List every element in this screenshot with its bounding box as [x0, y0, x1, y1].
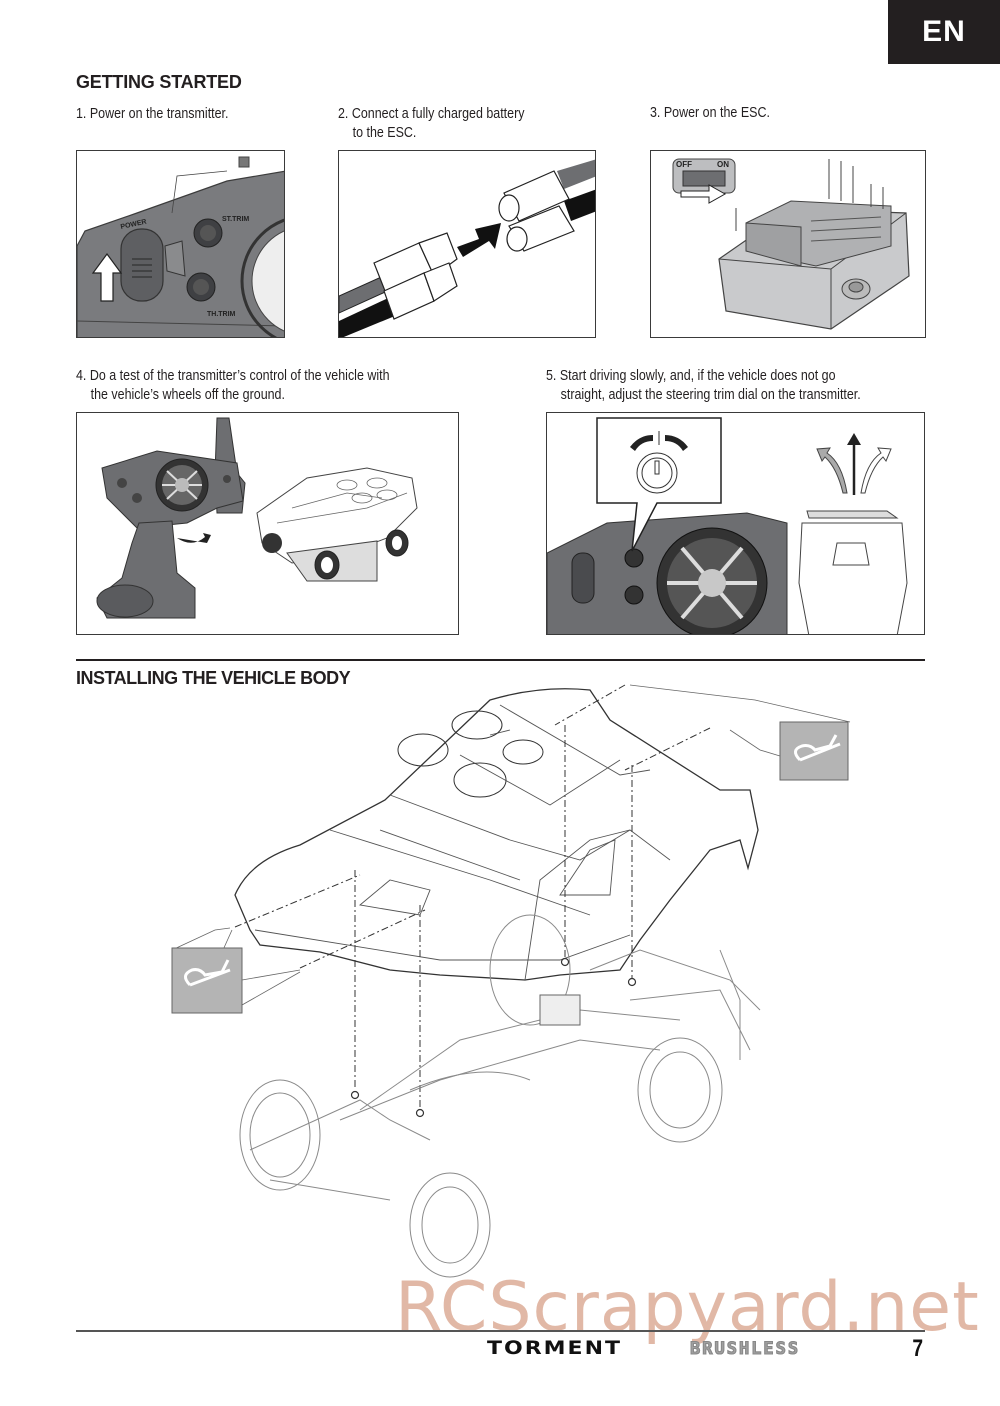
language-tab: EN [888, 0, 1000, 64]
step-text: Power on the ESC. [663, 105, 770, 121]
watermark-text: RCScrapyard.net [395, 1268, 980, 1347]
illustration-control-test [76, 412, 459, 635]
st-trim-label: ST.TRIM [222, 216, 249, 223]
transmitter-and-truck-drawing [96, 417, 418, 619]
footer-brand-subtitle: BRUSHLESS [689, 1339, 801, 1360]
switch-on-label: ON [717, 160, 729, 169]
section-title-getting-started: GETTING STARTED [76, 72, 242, 92]
rotate-arrow-icon [177, 533, 211, 543]
page-number: 7 [912, 1335, 924, 1362]
vehicle-body-shell [234, 688, 759, 981]
step-text: Power on the transmitter. [89, 106, 229, 122]
footer-brand-logo: TORMENT [487, 1337, 622, 1360]
switch-off-label: OFF [676, 160, 692, 169]
trim-right-arrow-icon [665, 435, 688, 451]
step-number: 4. [76, 368, 87, 384]
step-text-continuation: to the ESC. [352, 125, 417, 141]
th-trim-label: TH.TRIM [207, 311, 236, 318]
footer-divider [76, 1330, 925, 1332]
vehicle-chassis [239, 914, 761, 1278]
step-text-continuation: the vehicle’s wheels off the ground. [90, 387, 285, 403]
step-1-caption: 1. Power on the transmitter. [76, 105, 228, 124]
step-text: Do a test of the transmitter’s control o… [89, 368, 390, 384]
step-5-caption: 5. Start driving slowly, and, if the veh… [546, 367, 861, 405]
step-number: 2. [338, 106, 349, 122]
arrow-veer-right-icon [860, 447, 892, 494]
illustration-body-installation [160, 680, 860, 1300]
body-clip-callout-left [171, 927, 301, 1014]
illustration-steering-trim [546, 412, 925, 635]
esc-drawing: OFF ON [672, 158, 910, 330]
steering-trim-drawing [547, 417, 908, 634]
step-4-caption: 4. Do a test of the transmitter’s contro… [76, 367, 390, 405]
arrow-up-icon [91, 252, 123, 302]
arrow-veer-left-icon [816, 447, 848, 494]
step-text: Connect a fully charged battery [351, 106, 525, 122]
step-text-continuation: straight, adjust the steering trim dial … [560, 387, 861, 403]
arrow-straight-icon [847, 433, 861, 445]
step-3-caption: 3. Power on the ESC. [650, 104, 770, 123]
arrow-right-icon [680, 184, 727, 204]
step-number: 5. [546, 368, 557, 384]
step-text: Start driving slowly, and, if the vehicl… [559, 368, 836, 384]
section-title-installing-body: INSTALLING THE VEHICLE BODY [76, 668, 351, 688]
arrow-right-icon [457, 223, 501, 257]
illustration-battery-connector [338, 150, 596, 338]
illustration-esc-power: OFF ON [650, 150, 926, 338]
step-number: 1. [76, 106, 87, 122]
step-2-caption: 2. Connect a fully charged battery to th… [338, 105, 524, 143]
transmitter-closeup-drawing: POWER ST.TRIM TH.TRIM [77, 156, 284, 337]
exploded-body-chassis-drawing [171, 684, 851, 1278]
illustration-transmitter-power: POWER ST.TRIM TH.TRIM [76, 150, 285, 338]
section-divider [76, 659, 925, 661]
body-clip-callout-right [629, 684, 851, 781]
connector-drawing [339, 159, 595, 337]
trim-left-arrow-icon [630, 435, 653, 451]
step-number: 3. [650, 105, 661, 121]
